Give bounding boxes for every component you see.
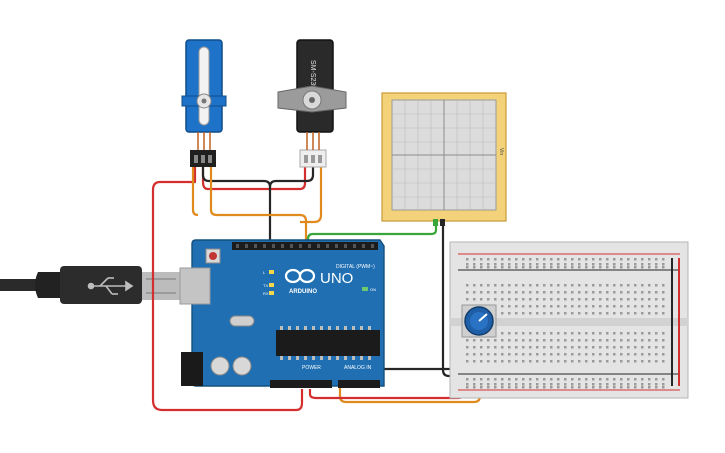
oscilloscope-pin-pos[interactable] [433,219,438,226]
arduino-brand: ARDUINO [289,289,317,295]
arduino-infinity-logo-icon [284,268,316,284]
wire-red-bb [308,388,466,400]
arduino-microcontroller [276,330,380,356]
wire-orange-servo1 [209,167,308,242]
oscilloscope[interactable]: Vin [381,92,507,226]
wire-orange-servo1b [191,167,199,217]
arduino-on-label: ON [370,287,376,292]
arduino-tx-label: TX [263,283,268,288]
breadboard-center-channel [450,318,688,326]
wire-black-gnd-servo2 [268,167,315,188]
wire-black-gnd-bb [378,367,460,388]
wire-red-5v [151,167,304,412]
usb-strain-relief [35,272,60,298]
arduino-led-tx [269,283,274,287]
potentiometer-indicator [478,313,488,322]
arduino-capacitor-2 [232,356,252,376]
wire-black-gnd-servo1 [201,167,272,240]
wire-orange-servo2 [300,167,323,224]
arduino-model: UNO [320,270,353,287]
servo-blue-horn [198,46,210,126]
breadboard-holes[interactable] [466,258,665,389]
usb-logo-icon [87,277,134,295]
arduino-led-rx [269,291,274,295]
arduino-l-label: L [263,270,266,275]
arduino-digital-label: DIGITAL (PWM~) [336,264,375,270]
arduino-crystal [229,315,255,327]
arduino-capacitor-1 [210,356,230,376]
usb-metal-connector [142,272,182,300]
arduino-digital-header[interactable] [232,242,378,250]
arduino-rx-label: RX [263,291,269,296]
arduino-power-header[interactable] [270,380,332,388]
arduino-power-label: POWER [302,365,321,371]
arduino-usb-port [179,267,211,305]
potentiometer[interactable] [461,304,497,338]
wire-green-scope [306,226,438,243]
arduino-analog-header[interactable] [338,380,380,388]
servo-black-model: SM-S2309S [309,60,316,98]
servo-blue[interactable] [181,39,227,167]
oscilloscope-pin-neg[interactable] [440,219,445,226]
oscilloscope-label: Vin [498,148,504,155]
arduino-uno[interactable]: DIGITAL (PWM~) ARDUINO UNO L TX RX ON PO… [179,239,385,388]
arduino-led-l [269,270,274,274]
wire-red-servo [201,167,307,191]
usb-cable[interactable] [0,266,182,304]
arduino-led-on [362,287,368,291]
servo-black[interactable]: SM-S2309S [277,39,347,168]
arduino-power-jack [181,352,203,386]
arduino-analog-label: ANALOG IN [344,365,372,371]
